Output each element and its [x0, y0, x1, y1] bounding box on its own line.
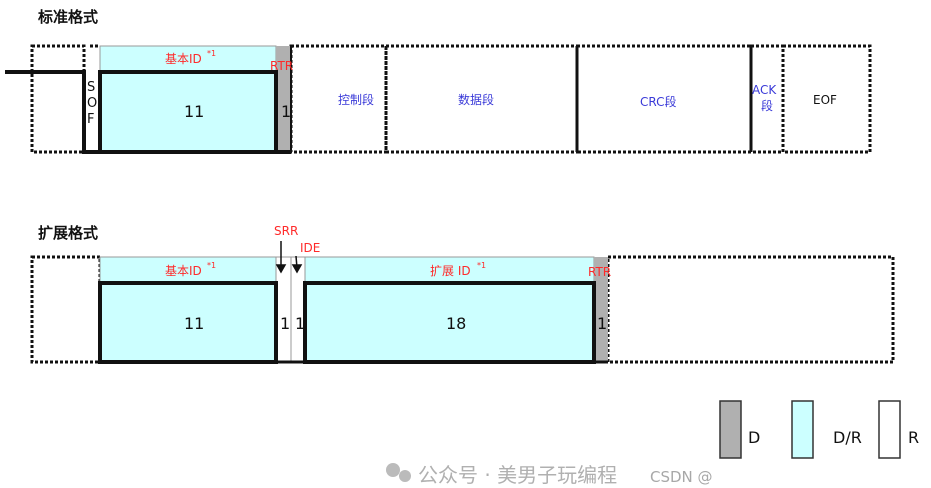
control-field: 控制段: [338, 92, 374, 107]
srr-label: SRR: [274, 224, 298, 238]
data-field: 数据段: [458, 92, 494, 107]
extended-id-bits: 11: [184, 314, 204, 333]
srr-ide-arrows: [275, 241, 303, 274]
sof-s: S: [87, 80, 95, 95]
legend-dr-swatch: [791, 400, 814, 459]
legend-d-label: D: [748, 428, 760, 447]
watermark-line2: CSDN @: [650, 468, 713, 486]
srr-bits: 1: [280, 314, 290, 333]
extended-base-footnote-mark: *1: [207, 261, 216, 270]
legend-r-swatch: [878, 400, 901, 459]
watermark: 公众号 · 美男子玩编程 CSDN @: [386, 463, 713, 487]
sof-f: F: [87, 112, 94, 127]
extended-rtr-bits: 1: [597, 314, 607, 333]
ext-id-footnote-mark: *1: [477, 261, 486, 270]
legend-r-label: R: [908, 428, 919, 447]
legend-dr-label: D/R: [833, 428, 862, 447]
extended-rtr-bit: [594, 257, 608, 362]
standard-title: 标准格式: [37, 8, 98, 26]
standard-rtr-label: RTR: [270, 59, 293, 73]
extended-rtr-label: RTR: [588, 265, 611, 279]
legend: D D/R R: [719, 400, 919, 459]
ext-id-bits: 18: [446, 314, 466, 333]
standard-rtr-bits: 1: [281, 102, 291, 121]
ide-bits: 1: [295, 314, 305, 333]
wechat-icon: [386, 463, 400, 477]
standard-footnote-mark: *1: [207, 49, 216, 58]
ack-field-suffix: 段: [761, 98, 773, 113]
standard-rtr-bit: [276, 46, 291, 152]
extended-base-id-label: 基本ID: [165, 264, 202, 278]
legend-d-swatch: [719, 400, 742, 459]
extended-base-id-field: [98, 281, 278, 364]
standard-id-bits: 11: [184, 102, 204, 121]
sof-o: O: [87, 96, 97, 111]
watermark-line1: 公众号 · 美男子玩编程: [418, 463, 617, 487]
ack-field: ACK: [752, 83, 777, 97]
standard-frame: [30, 44, 872, 154]
crc-field: CRC段: [640, 94, 677, 109]
standard-base-id-label: 基本ID: [165, 52, 202, 66]
extended-title: 扩展格式: [38, 224, 98, 242]
bus-line: [5, 70, 100, 154]
ide-label: IDE: [300, 241, 320, 255]
extended-ext-id-field: [303, 281, 596, 364]
standard-id-field: [98, 70, 278, 154]
ext-id-label: 扩展 ID: [430, 264, 471, 278]
eof-field: EOF: [813, 93, 837, 107]
